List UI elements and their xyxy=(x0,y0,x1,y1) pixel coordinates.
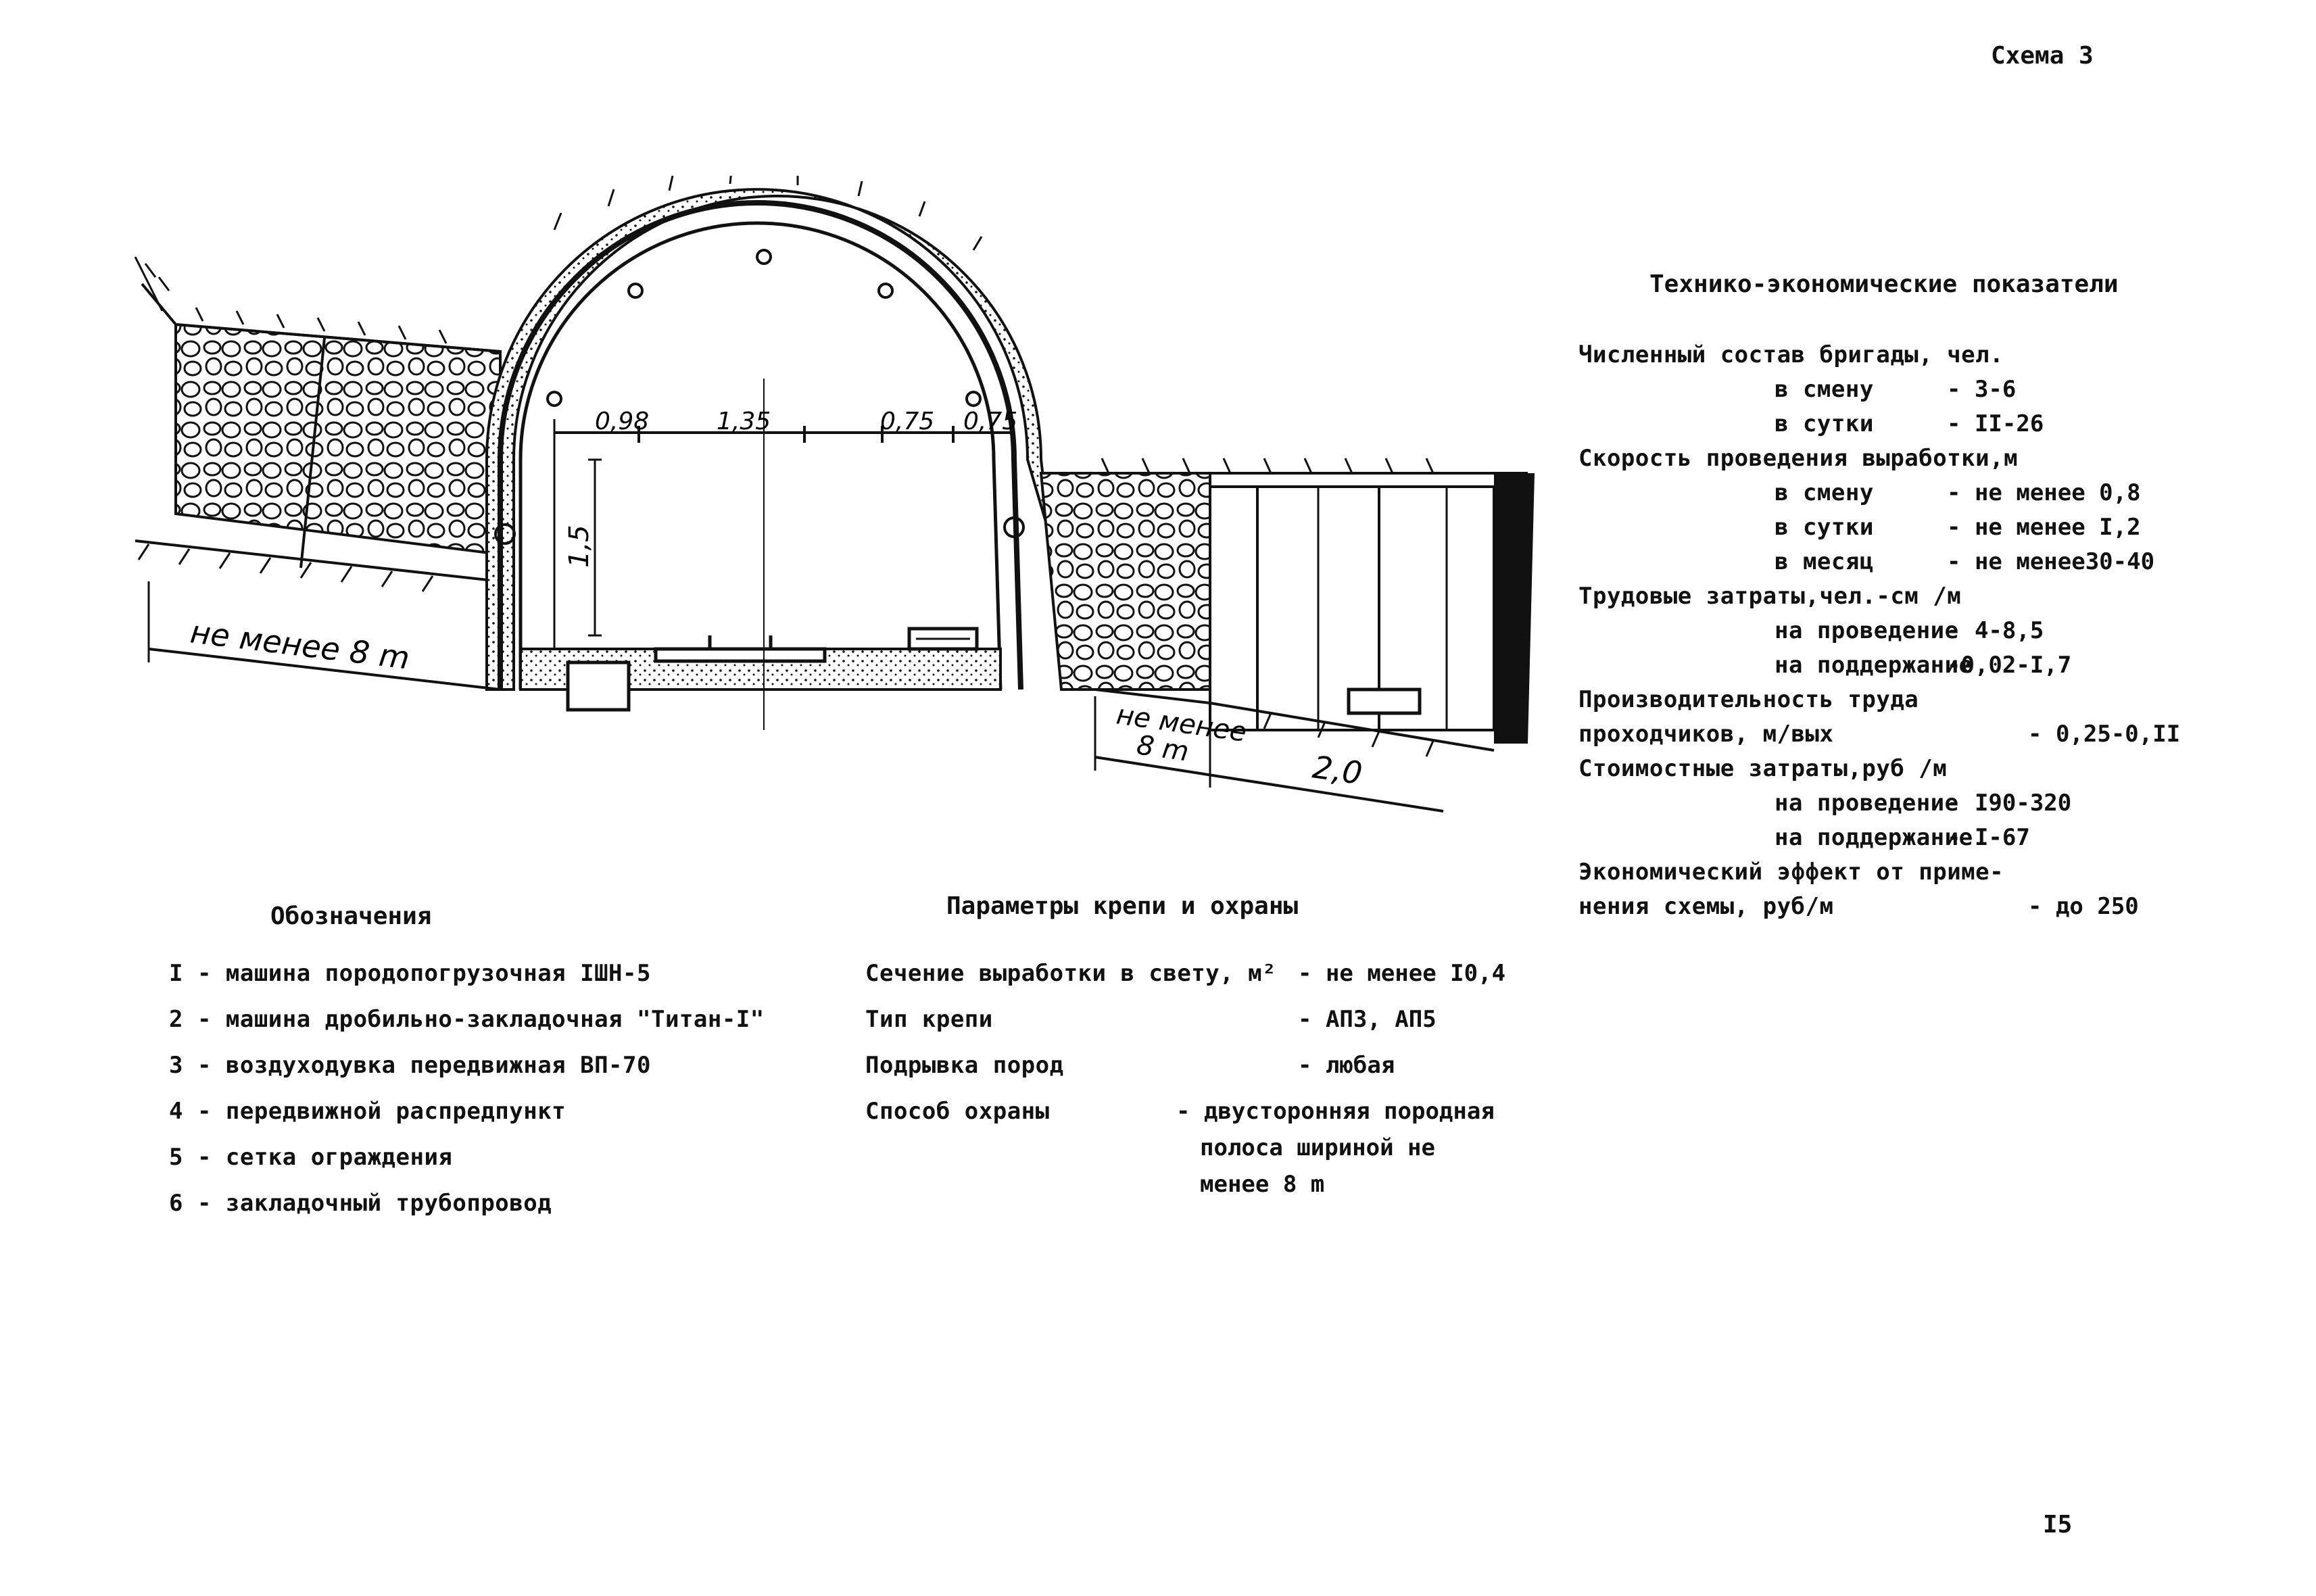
page-number: I5 xyxy=(2043,1511,2073,1539)
tech-econ-label: Трудовые затраты,чел.-см /м xyxy=(1578,583,1962,610)
legend-item: 6 - закладочный трубопровод xyxy=(169,1190,552,1217)
params-row: Сечение выработки в свету, м² - не менее … xyxy=(865,960,1575,1006)
legend-item: 5 - сетка ограждения xyxy=(169,1144,453,1171)
tech-econ-label: проходчиков, м/вых xyxy=(1578,721,1834,748)
tech-econ-row: Трудовые затраты,чел.-см /м xyxy=(1578,583,2309,617)
tech-econ-row: на проведение- I90-320 xyxy=(1578,790,2309,824)
params-row: Способ охраны - двусторонняя породная xyxy=(865,1098,1575,1134)
params-label: Тип крепи xyxy=(865,1006,993,1033)
legend-item: I - машина породопогрузочная IШН-5 xyxy=(169,960,651,987)
params-value: - любая xyxy=(1298,1052,1395,1079)
tech-econ-value: - II-26 xyxy=(1947,410,2044,437)
params-label: Способ охраны xyxy=(865,1098,1050,1125)
tech-econ-row: Скорость проведения выработки,м xyxy=(1578,445,2309,479)
tech-econ-value: - не менее30-40 xyxy=(1947,548,2155,575)
tech-econ-label: Численный состав бригады, чел. xyxy=(1578,341,2004,368)
params-row: Подрывка пород - любая xyxy=(865,1052,1575,1098)
tech-econ-label: Скорость проведения выработки,м xyxy=(1578,445,2019,472)
legend-list: I - машина породопогрузочная IШН-5 2 - ма… xyxy=(169,960,765,1236)
params-value: менее 8 m xyxy=(1200,1171,1325,1198)
tech-econ-row: Экономический эффект от приме- xyxy=(1578,859,2309,893)
params-value: - не менее I0,4 xyxy=(1298,960,1506,987)
tech-econ-value: - 3-6 xyxy=(1947,376,2017,403)
tech-econ-row: в смену - 3-6 xyxy=(1578,376,2309,410)
tech-econ-row: в сутки - II-26 xyxy=(1578,410,2309,445)
tech-econ-value: - 0,25-0,II xyxy=(2028,721,2181,748)
tech-econ-label: Экономический эффект от приме- xyxy=(1578,859,2004,886)
tech-econ-value: - не менее 0,8 xyxy=(1947,479,2141,506)
params-row: Тип крепи - АПЗ, АП5 xyxy=(865,1006,1575,1052)
tech-econ-label: в смену xyxy=(1775,376,1874,403)
legend-item: 3 - воздуходувка передвижная ВП-70 xyxy=(169,1052,651,1079)
tech-econ-value: -0,02-I,7 xyxy=(1947,652,2072,679)
tech-econ-label: на поддержание xyxy=(1775,652,1973,679)
params-list: Сечение выработки в свету, м² - не менее … xyxy=(865,960,1575,1207)
scheme-label: Схема 3 xyxy=(1991,42,2094,70)
tech-econ-row: Численный состав бригады, чел. xyxy=(1578,341,2309,376)
params-label: Сечение выработки в свету, м² xyxy=(865,960,1277,987)
tech-econ-label: на проведение xyxy=(1775,790,1959,817)
tech-econ-row: проходчиков, м/вых - 0,25-0,II xyxy=(1578,721,2309,755)
params-value: - двусторонняя породная xyxy=(1176,1098,1495,1125)
tech-econ-label: в сутки xyxy=(1775,410,1874,437)
tech-econ-label: на проведение xyxy=(1775,617,1959,644)
tech-econ-value: - 4-8,5 xyxy=(1947,617,2044,644)
tech-econ-title: Технико-экономические показатели xyxy=(1649,270,2119,298)
params-value: - АПЗ, АП5 xyxy=(1298,1006,1437,1033)
tech-econ-row: Стоимостные затраты,руб /м xyxy=(1578,755,2309,790)
params-value: полоса шириной не xyxy=(1200,1134,1435,1161)
tech-econ-label: в смену xyxy=(1775,479,1874,506)
params-row: полоса шириной не xyxy=(865,1134,1575,1171)
tech-econ-row: в месяц - не менее30-40 xyxy=(1578,548,2309,583)
dim-top-4: 0,75 xyxy=(963,408,1017,435)
tech-econ-label: на поддержание xyxy=(1775,824,1973,851)
dim-right-width-2: 8 m xyxy=(1135,729,1191,767)
dim-height: 1,5 xyxy=(564,525,595,568)
tech-econ-row: нения схемы, руб/м - до 250 xyxy=(1578,893,2309,927)
params-title: Параметры крепи и охраны xyxy=(946,892,1299,920)
right-backfill-stones xyxy=(1039,472,1211,691)
params-label: Подрывка пород xyxy=(865,1052,1064,1079)
tech-econ-row: на поддержание-0,02-I,7 xyxy=(1578,652,2309,686)
tech-econ-value: - I-67 xyxy=(1947,824,2030,851)
tech-econ-value: - I90-320 xyxy=(1947,790,2072,817)
tech-econ-row: Производительность труда xyxy=(1578,686,2309,721)
tech-econ-row: на поддержание- I-67 xyxy=(1578,824,2309,859)
arch-support xyxy=(498,200,1023,690)
legend-item: 4 - передвижной распредпункт xyxy=(169,1098,566,1125)
tech-econ-label: Производительность труда xyxy=(1578,686,1919,713)
params-row: менее 8 m xyxy=(865,1171,1575,1207)
legend-title: Обозначения xyxy=(270,902,432,930)
dim-top-1: 0,98 xyxy=(595,408,649,435)
tech-econ-label: Стоимостные затраты,руб /м xyxy=(1578,755,1948,782)
left-backfill-stones xyxy=(174,322,502,556)
tech-econ-label: в месяц xyxy=(1775,548,1874,575)
tech-econ-label: в сутки xyxy=(1775,514,1874,541)
dim-top-3: 0,75 xyxy=(880,408,934,435)
tech-econ-list: Численный состав бригады, чел. в смену - 3… xyxy=(1578,341,2309,927)
tech-econ-label: нения схемы, руб/м xyxy=(1578,893,1834,920)
tech-econ-row: в смену - не менее 0,8 xyxy=(1578,479,2309,514)
tech-econ-row: на проведение- 4-8,5 xyxy=(1578,617,2309,652)
legend-item: 2 - машина дробильно-закладочная "Титан-… xyxy=(169,1006,765,1033)
dim-top-2: 1,35 xyxy=(717,408,771,435)
tech-econ-value: - не менее I,2 xyxy=(1947,514,2141,541)
dim-right-extra: 2,0 xyxy=(1310,748,1364,792)
tech-econ-row: в сутки - не менее I,2 xyxy=(1578,514,2309,548)
tech-econ-value: - до 250 xyxy=(2028,893,2139,920)
tunnel-cross-section-drawing: 0,98 1,35 0,75 0,75 1,5 не менее 8 m не … xyxy=(134,176,1535,813)
